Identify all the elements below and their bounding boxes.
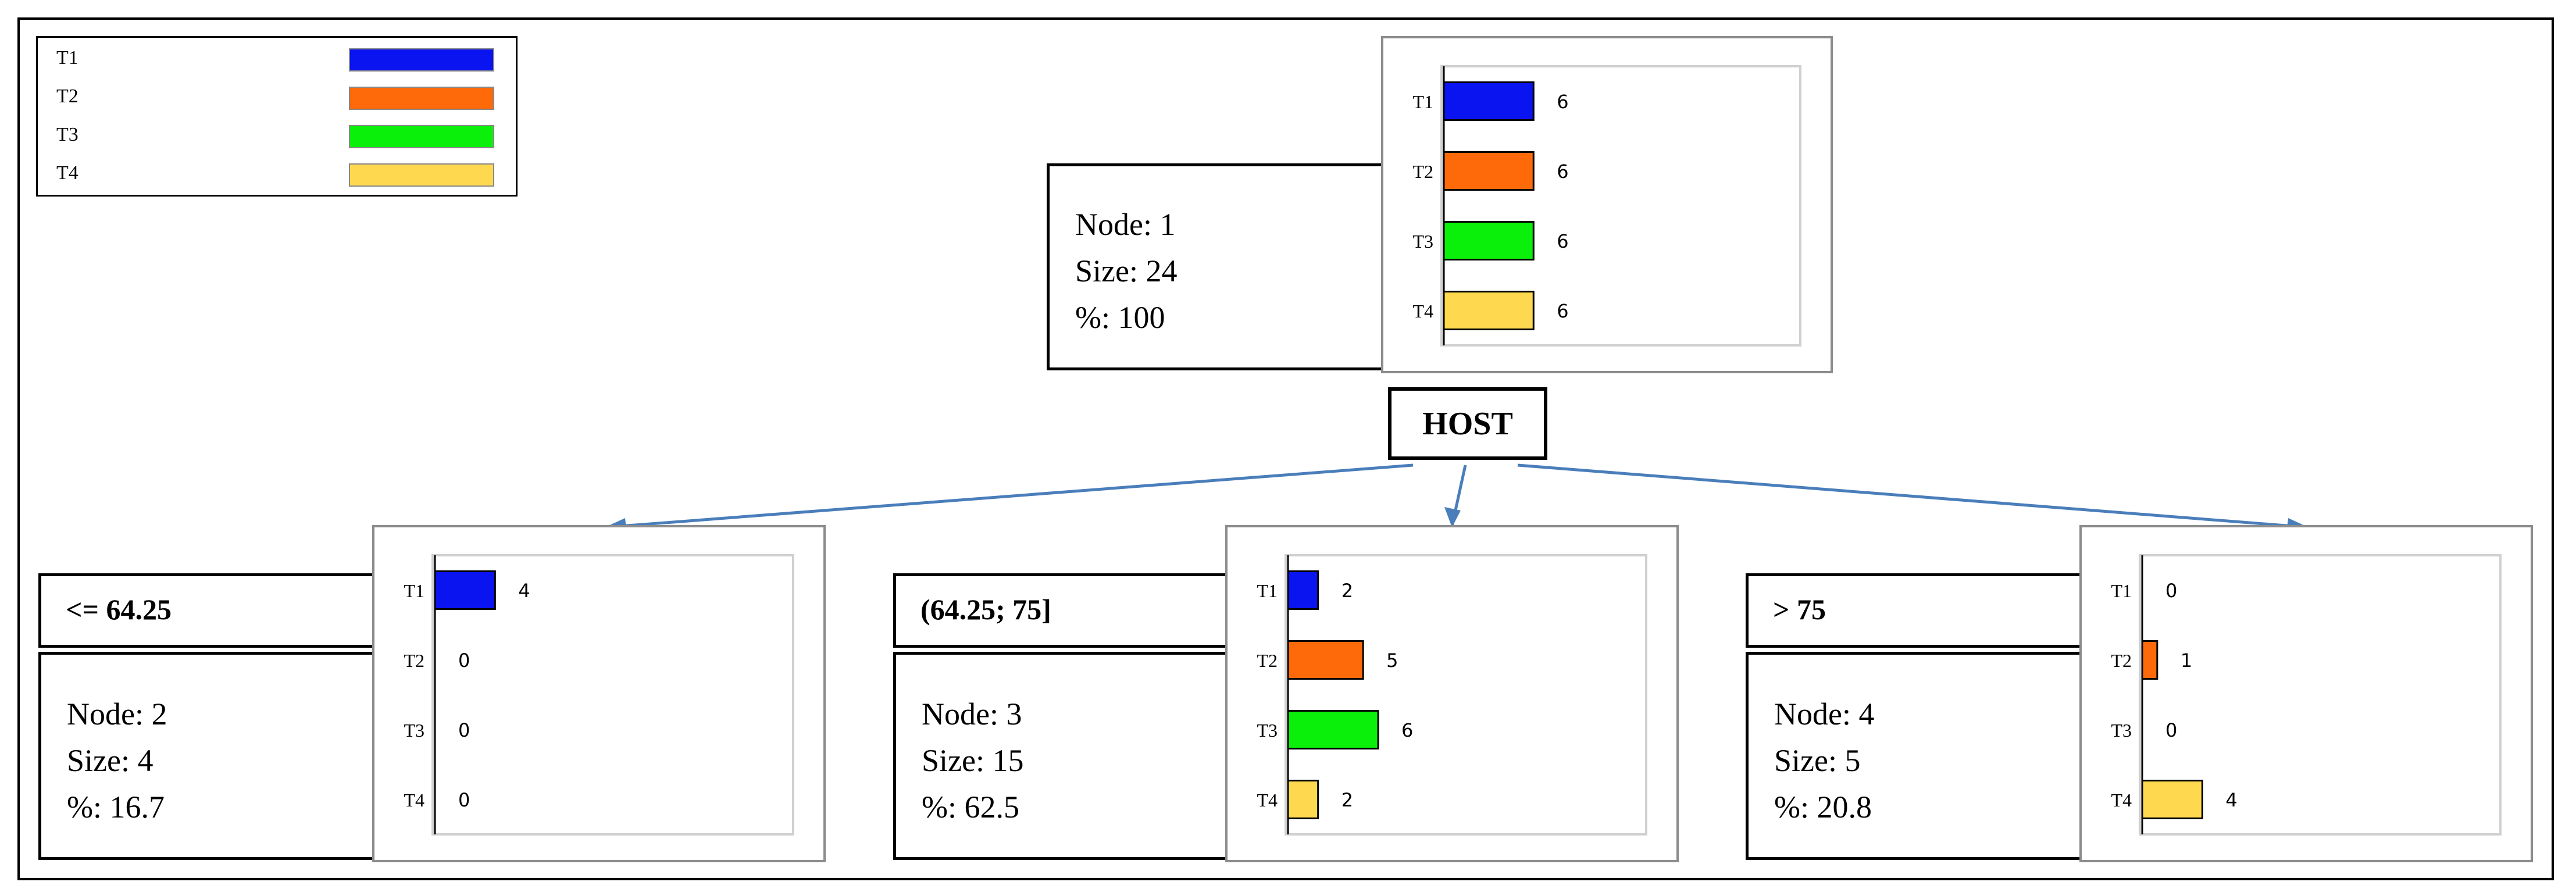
value-label: 0 <box>458 789 470 811</box>
bar-t2 <box>1287 640 1364 680</box>
edge-to-node-4 <box>1517 463 2309 529</box>
value-label: 6 <box>1557 300 1568 322</box>
node-percent: %: 20.8 <box>1774 790 1872 824</box>
legend-swatch <box>349 87 494 110</box>
value-label: 0 <box>458 719 470 741</box>
legend-swatch <box>349 48 494 72</box>
bar-t4 <box>1443 291 1535 330</box>
node-2-condition: <= 64.25 <box>66 593 172 626</box>
legend: T1 T2 T3 T4 <box>36 36 518 197</box>
bar-t1 <box>434 570 496 610</box>
node-2-info: Node: 2 Size: 4 %: 16.7 <box>67 691 167 830</box>
node-3-condition: (64.25; 75] <box>920 593 1051 626</box>
legend-label: T3 <box>56 124 79 145</box>
node-percent: %: 62.5 <box>922 790 1019 824</box>
plot-frame <box>1285 554 1647 836</box>
category-label: T2 <box>2111 650 2132 671</box>
category-label: T3 <box>2111 720 2132 741</box>
category-label: T3 <box>404 720 424 741</box>
node-percent: %: 16.7 <box>67 790 165 824</box>
category-label: T2 <box>404 650 424 671</box>
value-label: 0 <box>2165 580 2177 602</box>
bar-t4 <box>1287 780 1319 819</box>
category-label: T1 <box>1257 580 1278 601</box>
value-label: 6 <box>1557 160 1568 183</box>
legend-label: T1 <box>56 47 79 69</box>
value-label: 2 <box>1341 789 1353 811</box>
node-id: Node: 2 <box>67 697 167 731</box>
category-label: T4 <box>1412 301 1433 322</box>
category-label: T1 <box>404 580 424 601</box>
bar-t4 <box>2141 780 2203 819</box>
legend-swatch <box>349 125 494 148</box>
node-2-condition-box: <= 64.25 <box>38 573 387 648</box>
bar-t3 <box>1287 710 1379 749</box>
value-label: 2 <box>1341 580 1353 602</box>
edge-to-node-2 <box>604 463 1414 529</box>
node-size: Size: 24 <box>1075 254 1178 288</box>
value-label: 0 <box>2165 719 2177 741</box>
value-label: 6 <box>1557 230 1568 252</box>
category-label: T1 <box>1412 91 1433 112</box>
arrowhead-node-3 <box>1444 507 1461 527</box>
bar-t2 <box>1443 151 1535 191</box>
node-4-condition: > 75 <box>1773 593 1826 626</box>
legend-item-t1: T1 <box>38 42 516 77</box>
split-variable-label: HOST <box>1422 405 1513 442</box>
category-label: T4 <box>404 790 424 811</box>
bar-t1 <box>1287 570 1319 610</box>
plot-frame <box>431 554 794 836</box>
legend-item-t2: T2 <box>38 81 516 116</box>
category-label: T3 <box>1412 231 1433 252</box>
bar-t2 <box>2141 640 2158 680</box>
bar-t3 <box>1443 221 1535 260</box>
value-label: 0 <box>458 649 470 672</box>
node-4-condition-box: > 75 <box>1746 573 2095 648</box>
node-4-info: Node: 4 Size: 5 %: 20.8 <box>1774 691 1874 830</box>
plot-frame <box>1440 65 1801 347</box>
category-label: T3 <box>1257 720 1278 741</box>
category-label: T4 <box>1257 790 1278 811</box>
legend-swatch <box>349 163 494 187</box>
legend-item-t4: T4 <box>38 158 516 192</box>
legend-label: T2 <box>56 85 79 107</box>
value-label: 4 <box>2225 789 2237 811</box>
category-label: T4 <box>2111 790 2132 811</box>
node-size: Size: 5 <box>1774 743 1861 778</box>
node-size: Size: 4 <box>67 743 154 778</box>
node-percent: %: 100 <box>1075 300 1165 335</box>
value-label: 4 <box>518 580 530 602</box>
node-3-info: Node: 3 Size: 15 %: 62.5 <box>922 691 1023 830</box>
split-variable-box: HOST <box>1388 387 1547 460</box>
node-id: Node: 1 <box>1075 207 1176 242</box>
value-label: 6 <box>1401 719 1413 741</box>
category-label: T2 <box>1412 161 1433 182</box>
node-size: Size: 15 <box>922 743 1024 778</box>
value-label: 5 <box>1386 649 1398 672</box>
node-id: Node: 4 <box>1774 697 1875 731</box>
value-label: 6 <box>1557 91 1568 113</box>
category-label: T1 <box>2111 580 2132 601</box>
plot-frame <box>2139 554 2502 836</box>
node-id: Node: 3 <box>922 697 1022 731</box>
legend-label: T4 <box>56 162 79 184</box>
bar-t1 <box>1443 81 1535 121</box>
node-3-condition-box: (64.25; 75] <box>893 573 1242 648</box>
category-label: T2 <box>1257 650 1278 671</box>
node-1-info: Node: 1 Size: 24 %: 100 <box>1075 201 1177 341</box>
diagram-frame <box>17 17 2554 880</box>
value-label: 1 <box>2181 649 2192 672</box>
legend-item-t3: T3 <box>38 119 516 154</box>
